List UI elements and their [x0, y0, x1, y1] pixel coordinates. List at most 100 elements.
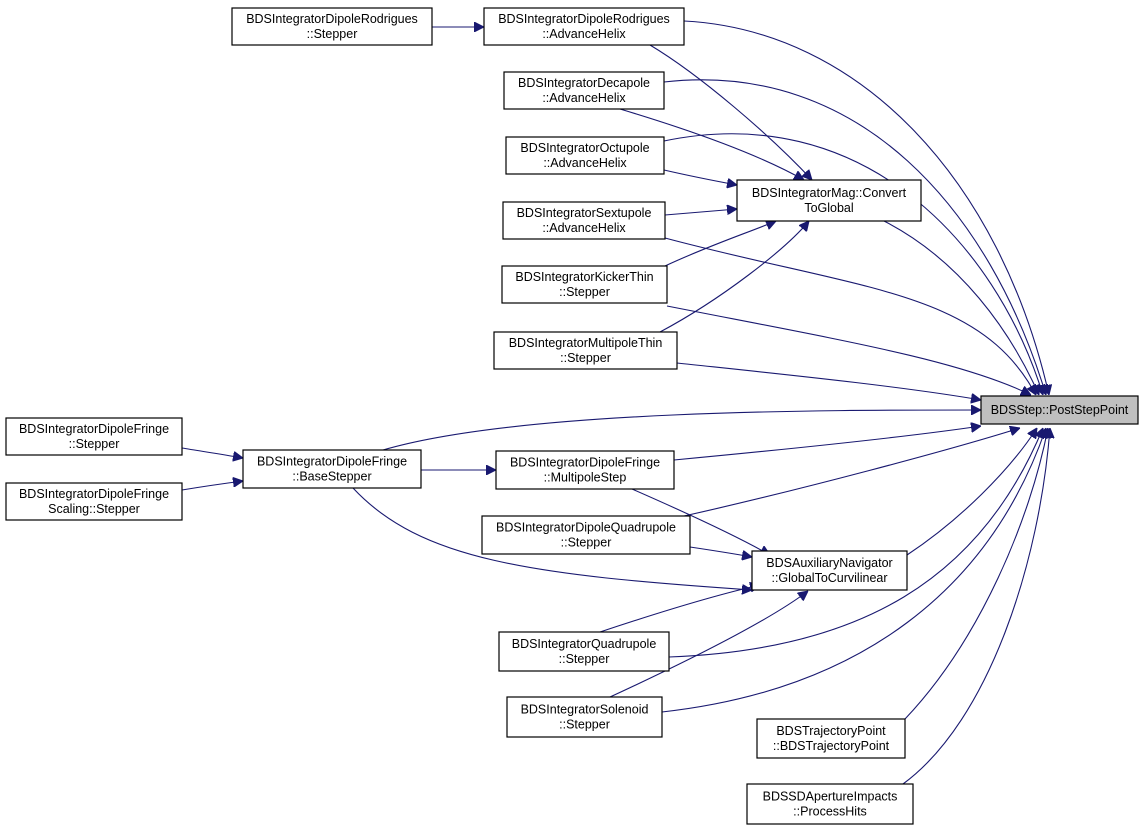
node-label: BDSIntegratorDipoleFringe	[19, 487, 169, 501]
node-quadrupole[interactable]: BDSIntegratorQuadrupole::Stepper	[498, 631, 670, 672]
edge-multipole_thin-to-poststeppoint	[676, 362, 981, 400]
node-decapole[interactable]: BDSIntegratorDecapole::AdvanceHelix	[503, 71, 665, 110]
node-label: ::AdvanceHelix	[542, 221, 626, 235]
edge-trajpoint-to-poststeppoint	[904, 428, 1048, 720]
node-box	[503, 71, 665, 110]
node-box	[736, 179, 922, 222]
node-label: BDSIntegratorSextupole	[517, 206, 652, 220]
edge-sextupole-to-poststeppoint	[664, 237, 1036, 395]
node-fringe_scaling[interactable]: BDSIntegratorDipoleFringeScaling::Steppe…	[5, 482, 183, 521]
node-label: BDSIntegratorQuadrupole	[512, 637, 657, 651]
node-label: BDSIntegratorSolenoid	[521, 703, 649, 717]
edge-quadrupole-to-auxnav	[599, 585, 760, 633]
node-label: BDSIntegratorOctupole	[520, 141, 649, 155]
node-label: ::Stepper	[559, 718, 610, 732]
node-label: BDSTrajectoryPoint	[776, 724, 886, 738]
edge-fringe_base-to-poststeppoint	[382, 410, 981, 451]
node-label: ::Stepper	[559, 285, 610, 299]
node-label: ::Stepper	[307, 27, 358, 41]
node-octupole[interactable]: BDSIntegratorOctupole::AdvanceHelix	[505, 136, 665, 175]
node-solenoid[interactable]: BDSIntegratorSolenoid::Stepper	[506, 696, 663, 738]
node-label: ::BDSTrajectoryPoint	[773, 739, 890, 753]
node-box	[502, 201, 666, 240]
node-box	[5, 417, 183, 456]
node-aperture[interactable]: BDSSDApertureImpacts::ProcessHits	[746, 783, 914, 825]
edge-decapole-to-poststeppoint	[663, 79, 1046, 395]
node-label: ::Stepper	[560, 351, 611, 365]
edge-decapole-to-mag_convert	[619, 108, 804, 180]
node-box	[231, 7, 433, 46]
node-label: ::GlobalToCurvilinear	[771, 571, 887, 585]
edge-solenoid-to-poststeppoint	[661, 428, 1046, 713]
edge-rodr_advance-to-poststeppoint	[683, 20, 1049, 395]
node-label: ::Stepper	[561, 536, 612, 550]
node-label: ::AdvanceHelix	[542, 27, 626, 41]
node-label: BDSIntegratorDecapole	[518, 76, 650, 90]
edge-sextupole-to-mag_convert	[664, 209, 737, 216]
node-label: ::ProcessHits	[793, 805, 867, 819]
node-label: BDSIntegratorMultipoleThin	[509, 336, 663, 350]
node-box	[506, 696, 663, 738]
node-box	[751, 550, 908, 591]
node-label: BDSIntegratorDipoleRodrigues	[246, 12, 418, 26]
edge-kicker-to-poststeppoint	[666, 305, 1031, 395]
node-label: BDSIntegratorKickerThin	[515, 270, 653, 284]
node-auxnav[interactable]: BDSAuxiliaryNavigator::GlobalToCurviline…	[751, 550, 908, 591]
node-label: ::AdvanceHelix	[543, 156, 627, 170]
edge-quadrupole-to-poststeppoint	[668, 428, 1043, 658]
node-sextupole[interactable]: BDSIntegratorSextupole::AdvanceHelix	[502, 201, 666, 240]
node-label: BDSIntegratorMag::Convert	[752, 186, 907, 200]
node-fringe_multipole[interactable]: BDSIntegratorDipoleFringe::MultipoleStep	[495, 450, 675, 490]
edge-mag_convert-to-poststeppoint	[883, 220, 1039, 395]
edge-octupole-to-poststeppoint	[663, 133, 1043, 395]
node-box	[493, 331, 678, 370]
node-box	[498, 631, 670, 672]
node-label: BDSIntegratorDipoleFringe	[19, 422, 169, 436]
node-box	[495, 450, 675, 490]
node-label: ToGlobal	[804, 201, 853, 215]
node-label: BDSIntegratorDipoleRodrigues	[498, 12, 670, 26]
node-label: BDSIntegratorDipoleFringe	[257, 455, 407, 469]
node-trajpoint[interactable]: BDSTrajectoryPoint::BDSTrajectoryPoint	[756, 718, 906, 759]
node-fringe_base[interactable]: BDSIntegratorDipoleFringe::BaseStepper	[242, 449, 422, 489]
node-label: BDSAuxiliaryNavigator	[766, 556, 892, 570]
node-box	[505, 136, 665, 175]
node-rodr_stepper[interactable]: BDSIntegratorDipoleRodrigues::Stepper	[231, 7, 433, 46]
node-box	[481, 515, 691, 555]
edge-octupole-to-mag_convert	[663, 169, 737, 185]
edge-aperture-to-poststeppoint	[902, 428, 1050, 785]
node-box	[501, 265, 668, 304]
edge-fringe_stepper-to-fringe_base	[181, 447, 243, 458]
node-label: ::BaseStepper	[292, 470, 371, 484]
node-label: ::Stepper	[69, 437, 120, 451]
edge-auxnav-to-poststeppoint	[906, 428, 1037, 556]
node-label: ::AdvanceHelix	[542, 91, 626, 105]
edge-kicker-to-mag_convert	[664, 221, 776, 267]
node-rodr_advance[interactable]: BDSIntegratorDipoleRodrigues::AdvanceHel…	[483, 7, 685, 46]
node-box	[980, 395, 1139, 425]
node-box	[5, 482, 183, 521]
node-label: BDSStep::PostStepPoint	[991, 403, 1129, 417]
nodes: BDSStep::PostStepPointBDSIntegratorDipol…	[5, 7, 1139, 825]
node-label: BDSSDApertureImpacts	[763, 790, 898, 804]
node-kicker[interactable]: BDSIntegratorKickerThin::Stepper	[501, 265, 668, 304]
node-box	[746, 783, 914, 825]
node-label: Scaling::Stepper	[48, 502, 140, 516]
node-label: ::Stepper	[559, 652, 610, 666]
edge-dipquad-to-auxnav	[689, 546, 752, 557]
node-multipole_thin[interactable]: BDSIntegratorMultipoleThin::Stepper	[493, 331, 678, 370]
node-box	[242, 449, 422, 489]
node-label: BDSIntegratorDipoleFringe	[510, 456, 660, 470]
node-box	[756, 718, 906, 759]
node-dipquad[interactable]: BDSIntegratorDipoleQuadrupole::Stepper	[481, 515, 691, 555]
node-poststeppoint[interactable]: BDSStep::PostStepPoint	[980, 395, 1139, 425]
edge-fringe_scaling-to-fringe_base	[181, 481, 243, 491]
edges	[181, 20, 1050, 785]
node-fringe_stepper[interactable]: BDSIntegratorDipoleFringe::Stepper	[5, 417, 183, 456]
node-label: ::MultipoleStep	[544, 471, 627, 485]
edge-fringe_base-to-auxnav	[352, 487, 752, 590]
edge-dipquad-to-poststeppoint	[683, 428, 1020, 517]
node-label: BDSIntegratorDipoleQuadrupole	[496, 521, 676, 535]
